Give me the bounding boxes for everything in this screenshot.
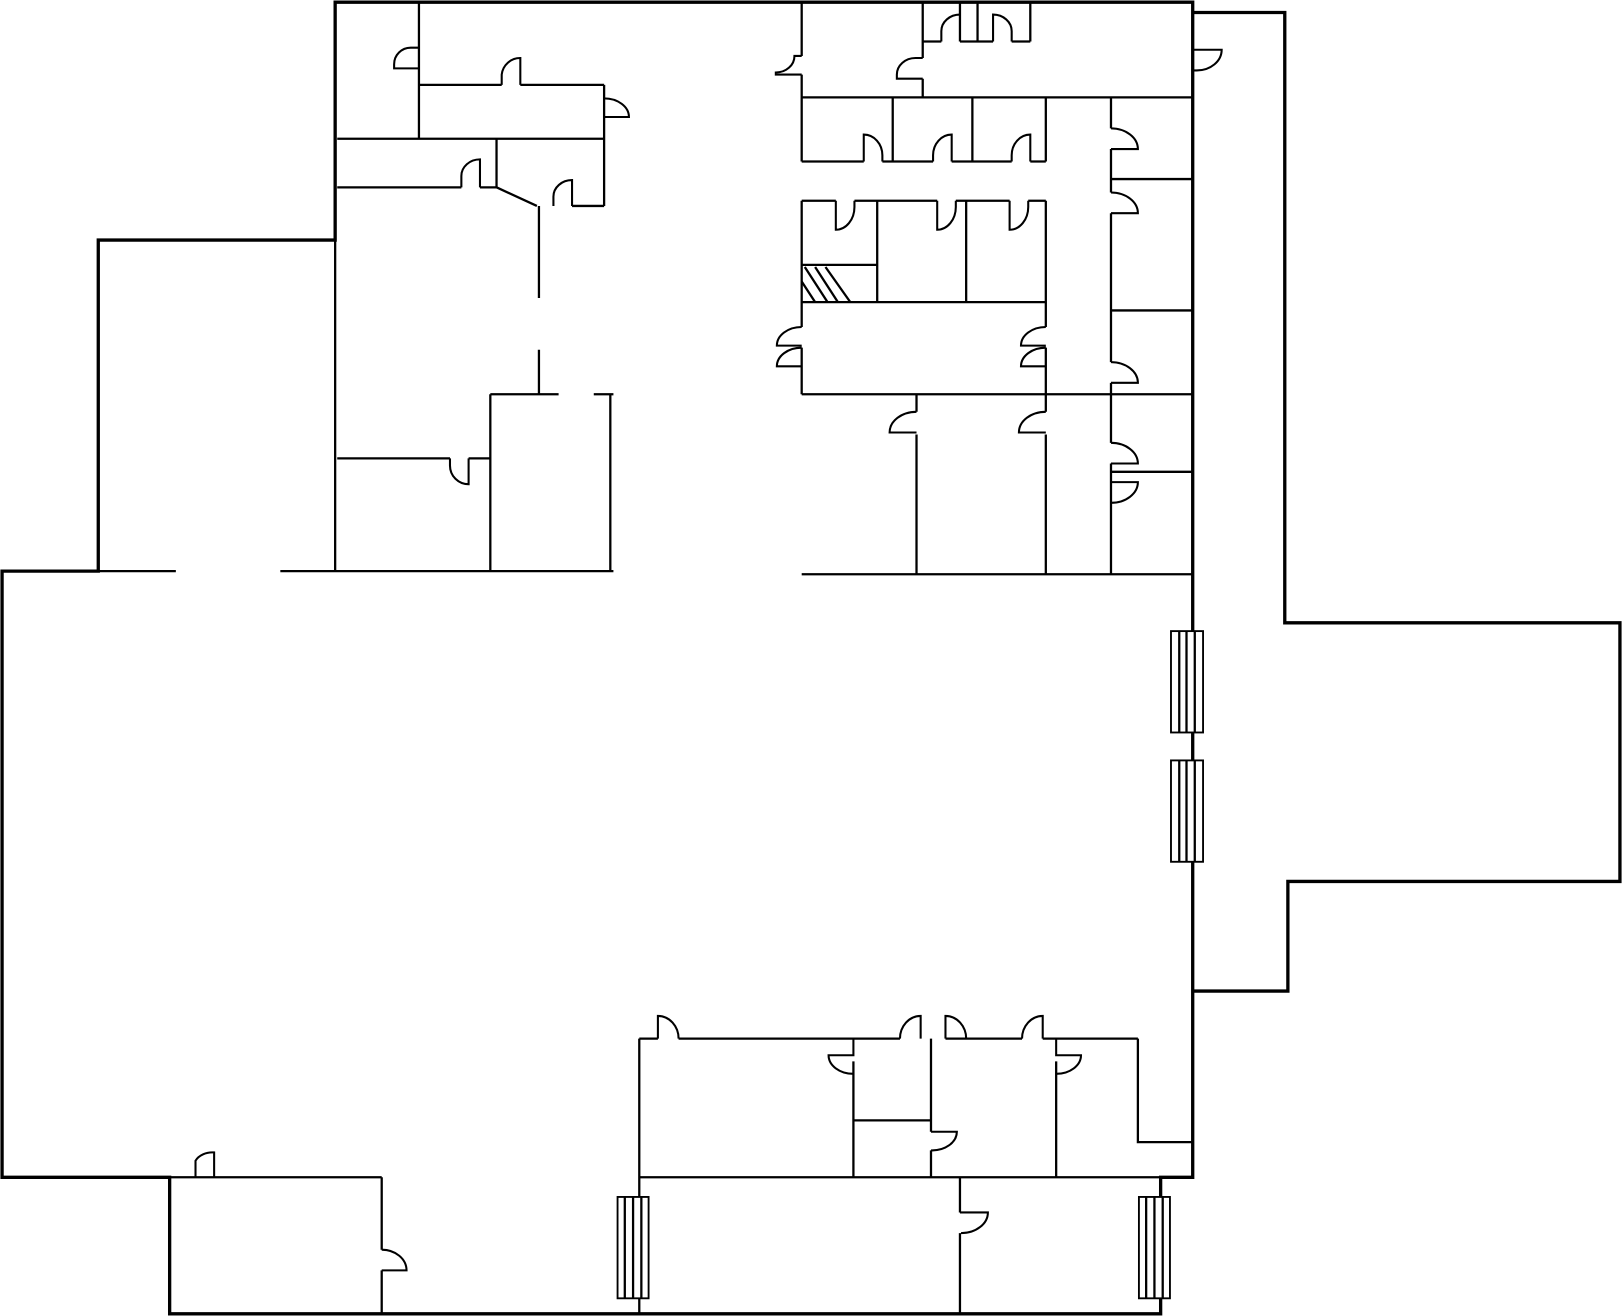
door-swing bbox=[656, 1014, 680, 1039]
windows bbox=[616, 630, 1204, 1300]
door-swing bbox=[1110, 441, 1139, 465]
interior-walls bbox=[800, 2, 1193, 576]
door-swing bbox=[552, 179, 574, 206]
door-swing bbox=[898, 1014, 922, 1039]
window-east-2 bbox=[1170, 759, 1204, 863]
south-rooms bbox=[169, 1014, 1193, 1314]
door-swing bbox=[1019, 325, 1046, 368]
door-swing bbox=[1055, 1038, 1083, 1075]
east-wing-outline bbox=[1192, 10, 1622, 993]
interior-walls bbox=[98, 2, 614, 573]
door-swing bbox=[1020, 1014, 1044, 1039]
door-swing bbox=[1110, 127, 1139, 151]
main-building-outline bbox=[0, 0, 1195, 1316]
stair-hatch bbox=[800, 266, 852, 303]
plan-stroke bbox=[1178, 631, 1196, 733]
door-swing bbox=[936, 200, 957, 231]
door-swing bbox=[1110, 191, 1139, 215]
door-swing bbox=[959, 1211, 989, 1235]
door-swing bbox=[1192, 48, 1223, 72]
door-swing bbox=[1010, 133, 1032, 162]
door-swing bbox=[862, 133, 884, 162]
window-south-2 bbox=[1137, 1196, 1171, 1300]
window-south-1 bbox=[616, 1196, 650, 1300]
door-swing bbox=[1110, 481, 1139, 504]
door-swing bbox=[992, 13, 1013, 42]
door-swing bbox=[194, 1151, 216, 1178]
door-swing bbox=[775, 325, 802, 368]
door-swing bbox=[1008, 200, 1030, 231]
door-swing bbox=[944, 1014, 968, 1039]
door-swing bbox=[500, 56, 522, 85]
door-swing bbox=[381, 1248, 408, 1272]
door-swing bbox=[888, 410, 917, 434]
door-swing bbox=[895, 56, 923, 80]
door-swing bbox=[827, 1038, 855, 1075]
door-swing bbox=[448, 458, 470, 486]
plan-stroke bbox=[1145, 1196, 1164, 1299]
plan-stroke bbox=[623, 1196, 643, 1299]
door-swing bbox=[930, 1130, 958, 1152]
door-swing bbox=[1017, 410, 1046, 434]
plan-stroke bbox=[1178, 760, 1196, 862]
door-swing bbox=[774, 54, 802, 76]
door-swing bbox=[940, 13, 961, 42]
door-swing bbox=[1110, 361, 1139, 384]
northwest-rooms bbox=[98, 2, 630, 573]
door-swing bbox=[393, 46, 419, 70]
interior-walls bbox=[169, 1037, 1193, 1314]
door-swing bbox=[932, 133, 953, 162]
door-swing bbox=[604, 97, 630, 119]
window-east-1 bbox=[1170, 630, 1204, 734]
northeast-rooms bbox=[774, 2, 1223, 576]
door-swing bbox=[834, 200, 856, 231]
door-swing bbox=[460, 158, 482, 188]
